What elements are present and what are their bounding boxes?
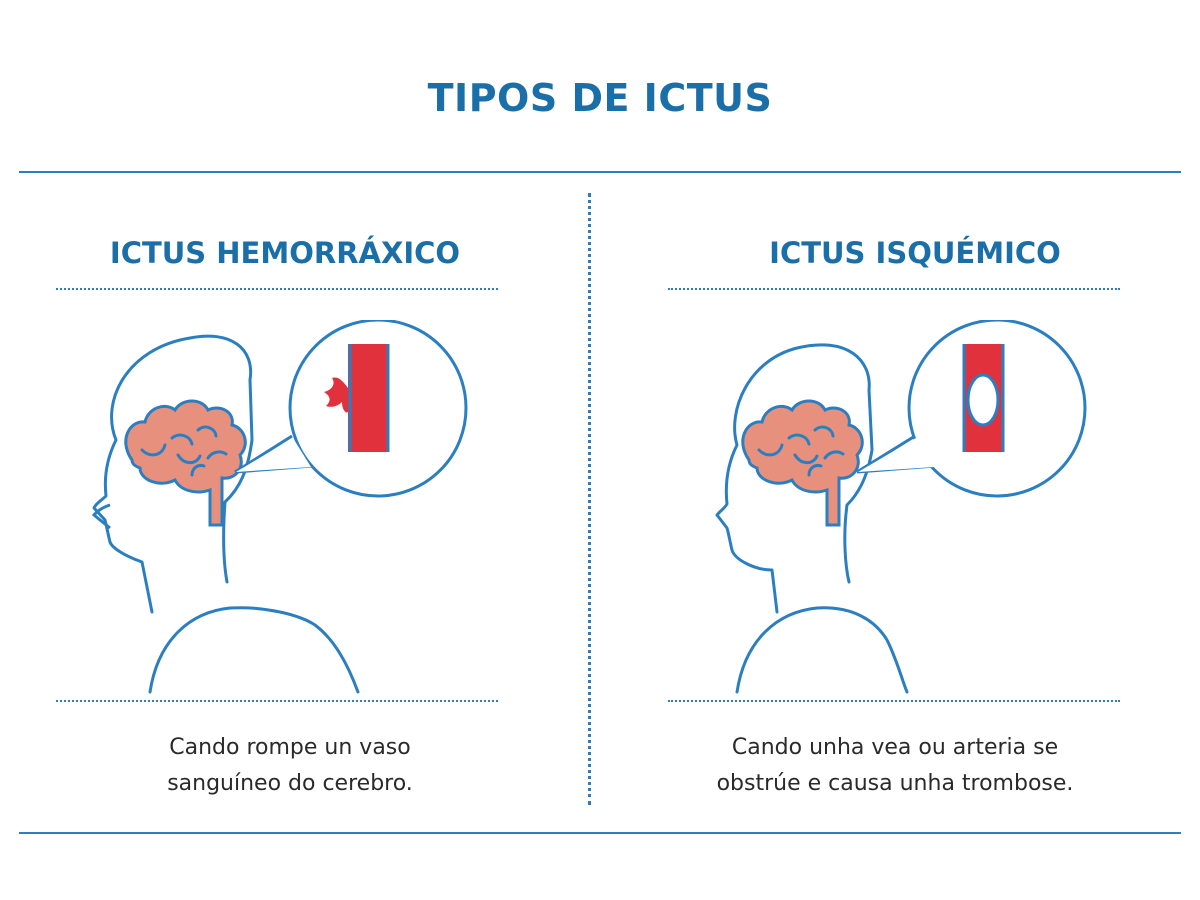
panel-description: Cando unha vea ou arteria se obstrúe e c…	[670, 730, 1120, 802]
description-line: obstrúe e causa unha trombose.	[716, 771, 1074, 796]
bottom-divider	[19, 832, 1181, 834]
center-dotted-divider	[588, 193, 591, 805]
panel-heading: ICTUS ISQUÉMICO	[769, 236, 1061, 270]
page-title: TIPOS DE ICTUS	[427, 76, 773, 120]
description-line: Cando rompe un vaso	[169, 735, 411, 760]
heading-dotted-divider	[668, 288, 1120, 290]
description-line: sanguíneo do cerebro.	[167, 771, 413, 796]
heading-dotted-divider	[56, 288, 498, 290]
description-dotted-divider	[56, 700, 498, 702]
panel-heading: ICTUS HEMORRÁXICO	[109, 236, 461, 270]
description-line: Cando unha vea ou arteria se	[731, 735, 1059, 760]
head-brain-blocked-vessel-icon	[715, 320, 1087, 694]
description-dotted-divider	[668, 700, 1120, 702]
panel-description: Cando rompe un vaso sanguíneo do cerebro…	[70, 730, 510, 802]
top-divider	[19, 171, 1181, 173]
head-brain-ruptured-vessel-icon	[91, 320, 468, 694]
